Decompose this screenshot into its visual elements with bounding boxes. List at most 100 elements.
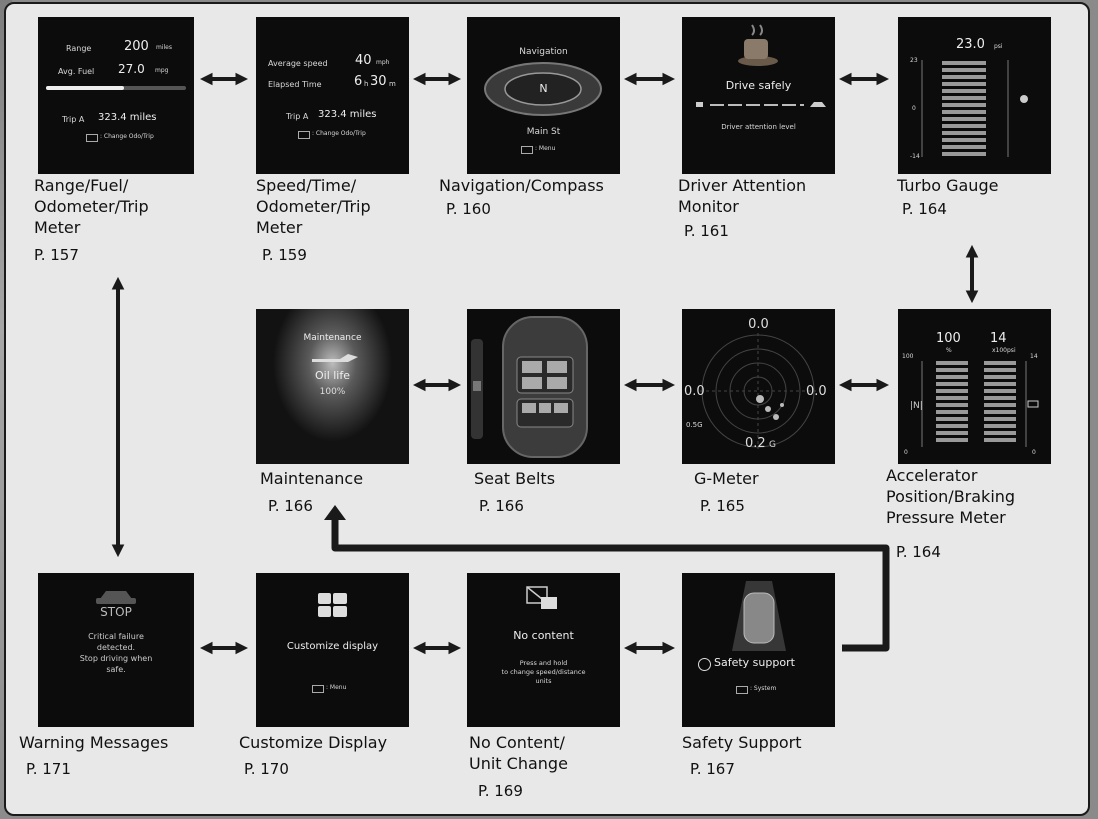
turbo-page[interactable]: P. 164 (902, 200, 947, 218)
g-top-value: 0.0 (748, 317, 769, 332)
accel-tick-bot: 0 (904, 449, 908, 456)
avg-fuel-unit: mpg (155, 67, 169, 74)
seat-belts-caption: Seat Belts (474, 469, 556, 488)
no-content-page[interactable]: P. 169 (478, 782, 523, 800)
button-icon (312, 685, 324, 693)
g-meter-screen[interactable]: 0.0 0.0 0.0 0.5G 0.2 G (682, 309, 835, 464)
no-content-caption: No Content/ Unit Change (469, 733, 568, 773)
safety-support-page[interactable]: P. 167 (690, 760, 735, 778)
maintenance-screen[interactable]: Maintenance Oil life 100% (256, 309, 409, 464)
trip-value: 323.4 miles (98, 112, 157, 123)
g-meter-radar (700, 333, 816, 449)
warning-messages-page[interactable]: P. 171 (26, 760, 71, 778)
stop-title: STOP (100, 605, 132, 619)
svg-text:|N|: |N| (910, 401, 923, 411)
trip-label: Trip A (286, 112, 309, 121)
driver-attention-screen[interactable]: Drive safely Driver attention level (682, 17, 835, 174)
warning-messages-screen[interactable]: STOP Critical failure detected. Stop dri… (38, 573, 194, 727)
avg-fuel-label: Avg. Fuel (58, 67, 95, 76)
accel-brake-page[interactable]: P. 164 (896, 543, 941, 561)
elapsed-minutes-unit: m (389, 80, 396, 88)
change-odo-hint: : Change Odo/Trip (100, 133, 154, 140)
avg-speed-unit: mph (376, 59, 390, 66)
accel-brake-caption: Accelerator Position/Braking Pressure Me… (886, 466, 1016, 527)
trip-value: 323.4 miles (318, 109, 377, 120)
warning-messages-caption: Warning Messages (19, 733, 169, 752)
brake-unit: x100psi (992, 347, 1016, 354)
change-odo-hint: : Change Odo/Trip (312, 130, 366, 137)
accel-brake-screen[interactable]: 100 % 14 x100psi 100 14 0 0 |N| (898, 309, 1051, 464)
seat-belts-page[interactable]: P. 166 (479, 497, 524, 515)
button-icon (298, 131, 310, 139)
safety-support-title: Safety support (714, 656, 795, 669)
range-unit: miles (156, 44, 172, 51)
street-name: Main St (526, 127, 561, 137)
speed-time-page[interactable]: P. 159 (262, 246, 307, 264)
arrow-safety-maintenance (331, 518, 890, 652)
range-fuel-page[interactable]: P. 157 (34, 246, 79, 264)
g-meter-page[interactable]: P. 165 (700, 497, 745, 515)
customize-grid-icon (318, 593, 347, 617)
g-meter-caption: G-Meter (694, 469, 759, 488)
accel-tick-top: 100 (902, 353, 914, 360)
turbo-unit: psi (994, 43, 1003, 50)
g-bottom-value: 0.2 (745, 436, 766, 451)
turbo-tick-top: 23 (910, 57, 918, 64)
g-ring-label: 0.5G (686, 421, 703, 429)
attention-level-label: Driver attention level (721, 123, 796, 131)
turbo-value: 23.0 (956, 37, 985, 52)
system-hint: : System (750, 685, 777, 692)
turbo-tick-mid: 0 (912, 105, 916, 112)
navigation-screen[interactable]: Navigation N Main St : Menu (467, 17, 620, 174)
coffee-cup-icon (738, 24, 778, 66)
elapsed-minutes: 30 (370, 74, 387, 89)
driver-attention-page[interactable]: P. 161 (684, 222, 729, 240)
no-content-screen[interactable]: No content Press and hold to change spee… (467, 573, 620, 727)
range-label: Range (66, 44, 92, 53)
turbo-gauge-screen[interactable]: 23.0 psi 23 0 -14 (898, 17, 1051, 174)
brake-tick-top: 14 (1030, 353, 1038, 360)
speed-time-caption: Speed/Time/ Odometer/Trip Meter (256, 176, 371, 237)
customize-display-page[interactable]: P. 170 (244, 760, 289, 778)
oil-life-label: Oil life (314, 369, 351, 382)
seat-belts-screen[interactable] (467, 309, 620, 464)
drive-safely-message: Drive safely (725, 79, 792, 92)
avg-speed-label: Average speed (268, 59, 328, 68)
oil-can-icon (312, 354, 358, 362)
g-left-value: 0.0 (684, 384, 705, 399)
avg-speed-value: 40 (355, 53, 372, 68)
safety-support-caption: Safety Support (682, 733, 802, 752)
no-content-title: No content (513, 629, 574, 642)
safety-support-screen[interactable]: Safety support : System (682, 573, 835, 727)
compass-icon (484, 62, 602, 116)
turbo-bar-graph (921, 60, 1028, 157)
unit-change-message: Press and hold to change speed/distance … (501, 659, 586, 685)
car-warning-icon (96, 591, 136, 604)
trip-label: Trip A (62, 115, 85, 124)
range-fuel-screen[interactable]: Range 200 miles Avg. Fuel 27.0 mpg Trip … (38, 17, 194, 174)
accel-value: 100 (936, 331, 961, 346)
no-content-icon (526, 586, 557, 609)
button-icon (86, 134, 98, 142)
seat-belt-car-icon (471, 316, 588, 458)
accel-unit: % (946, 347, 952, 354)
driver-attention-caption: Driver Attention Monitor (678, 176, 807, 216)
navigation-caption: Navigation/Compass (439, 176, 604, 195)
customize-display-screen[interactable]: Customize display : Menu (256, 573, 409, 727)
menu-hint: : Menu (326, 684, 347, 691)
brake-value: 14 (990, 331, 1007, 346)
elapsed-label: Elapsed Time (268, 80, 322, 89)
button-icon (521, 146, 533, 154)
accel-brake-bars: |N| (910, 361, 1039, 447)
range-fuel-caption: Range/Fuel/ Odometer/Trip Meter (34, 176, 149, 237)
critical-failure-message: Critical failure detected. Stop driving … (79, 632, 153, 674)
navigation-title: Navigation (519, 47, 568, 57)
button-icon (736, 686, 748, 694)
elapsed-hours: 6 (354, 74, 363, 89)
maintenance-page[interactable]: P. 166 (268, 497, 313, 515)
range-value: 200 (124, 39, 149, 54)
navigation-page[interactable]: P. 160 (446, 200, 491, 218)
speed-time-screen[interactable]: Average speed 40 mph Elapsed Time 6 h 30… (256, 17, 409, 174)
brake-tick-bot: 0 (1032, 449, 1036, 456)
